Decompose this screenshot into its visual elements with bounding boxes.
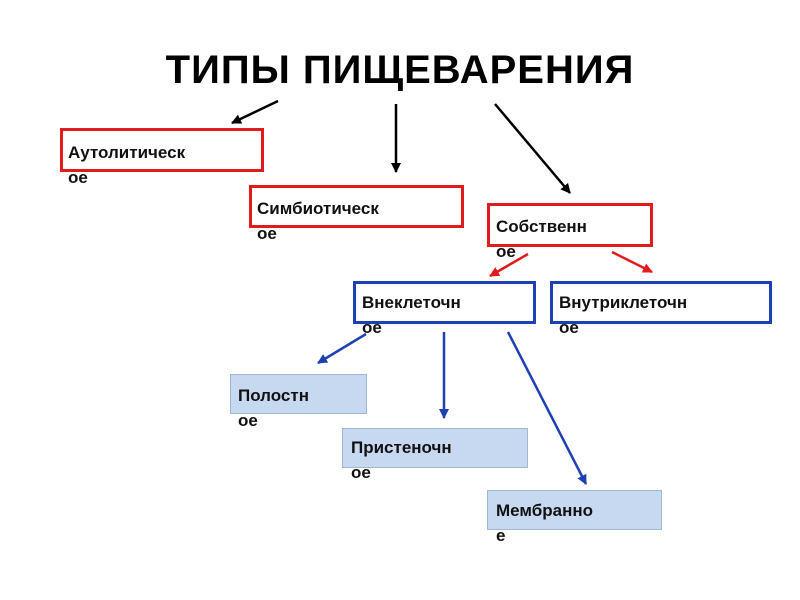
node-autolytic-line1: Аутолитическ <box>68 143 186 162</box>
node-own-line2: ое <box>496 242 516 261</box>
node-parietal-line2: ое <box>351 463 371 482</box>
node-autolytic-line2: ое <box>68 168 88 187</box>
node-membrane-box <box>487 490 662 530</box>
node-own-line1: Собственн <box>496 217 587 236</box>
node-membrane-line1: Мембранно <box>496 501 594 520</box>
diagram-title: ТИПЫ ПИЩЕВАРЕНИЯ <box>165 48 635 92</box>
node-cavity-line1: Полостн <box>238 386 309 405</box>
arrow-own-to-extracellular <box>489 252 529 278</box>
node-own-box <box>487 203 653 247</box>
node-autolytic-box <box>60 128 264 172</box>
arrow-title-to-own <box>494 103 571 194</box>
node-cavity-line2: ое <box>238 411 258 430</box>
node-extracellular-line2: ое <box>362 318 382 337</box>
node-intracellular-line2: ое <box>559 318 579 337</box>
node-parietal-box <box>342 428 528 468</box>
node-extracellular-line1: Внеклеточн <box>362 293 461 312</box>
arrow-own-to-intracellular <box>611 250 653 274</box>
node-symbiotic-box <box>249 185 464 228</box>
node-membrane-line2: е <box>496 526 506 545</box>
arrow-extracellular-to-membrane <box>506 331 588 485</box>
node-extracellular-box <box>353 281 536 324</box>
arrow-extracellular-to-cavity <box>317 332 367 365</box>
node-cavity-box <box>230 374 367 414</box>
arrow-title-to-autolytic <box>231 99 279 125</box>
node-parietal-line1: Пристеночн <box>351 438 452 457</box>
node-intracellular-box <box>550 281 772 324</box>
node-symbiotic-line1: Симбиотическ <box>257 199 379 218</box>
node-symbiotic-line2: ое <box>257 224 277 243</box>
node-intracellular-line1: Внутриклеточн <box>559 293 688 312</box>
